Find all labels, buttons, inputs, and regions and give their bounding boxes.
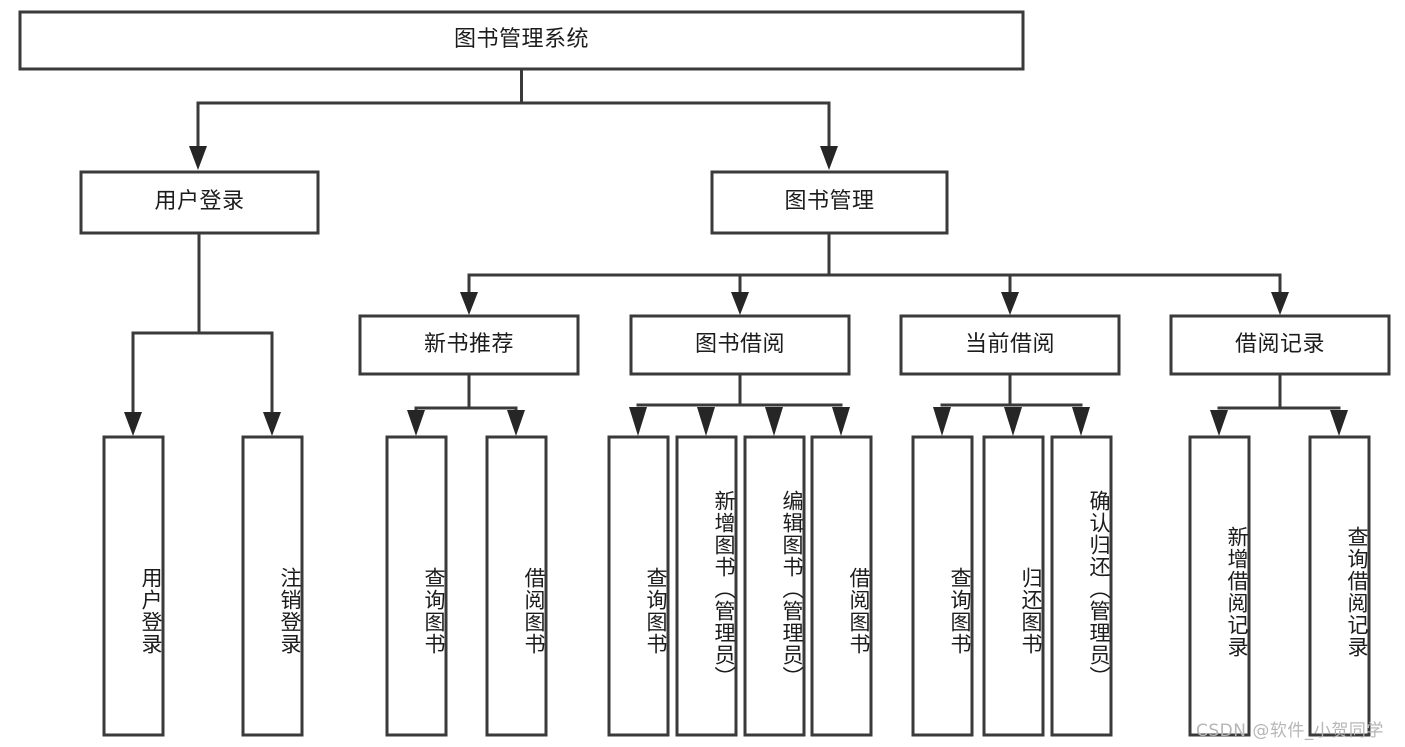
arrow-head-borrow-to-leaf3	[765, 407, 783, 436]
node-box-leaf-return-books[interactable]	[982, 435, 1045, 737]
arrow-head-borrow-to-leaf1	[629, 407, 647, 436]
node-box-leaf-borrow-books-1[interactable]	[485, 435, 548, 737]
arrow-head-bookmgmt-to-borrow	[731, 292, 749, 315]
edge-group-current	[933, 372, 1090, 436]
arrow-head-root-to-book-mgmt	[820, 146, 838, 170]
node-box-leaf-logout[interactable]	[241, 435, 304, 737]
node-box-leaf-add-borrow-record[interactable]	[1188, 435, 1251, 737]
node-box-leaf-edit-book-admin[interactable]	[743, 435, 806, 737]
arrow-head-newbooks-to-leaf2	[507, 410, 525, 436]
node-box-leaf-query-books-2[interactable]	[607, 435, 670, 737]
arrow-head-root-to-user-login	[189, 146, 207, 170]
arrow-head-userlogin-to-leaf1	[124, 412, 142, 436]
arrow-head-userlogin-to-leaf2	[263, 412, 281, 436]
arrow-head-bookmgmt-to-current	[1001, 292, 1019, 315]
node-box-leaf-add-book-admin[interactable]	[675, 435, 738, 737]
node-box-leaf-borrow-books-2[interactable]	[810, 435, 873, 737]
node-box-user-login[interactable]	[79, 170, 320, 235]
node-box-book-borrow[interactable]	[629, 314, 851, 376]
node-box-leaf-query-books-3[interactable]	[911, 435, 974, 737]
arrow-head-borrow-to-leaf4	[832, 407, 850, 436]
edge-group-new-books	[407, 372, 525, 436]
node-box-root[interactable]	[18, 10, 1025, 71]
arrow-head-borrow-to-leaf2	[697, 407, 715, 436]
node-box-borrow-records[interactable]	[1169, 314, 1391, 376]
arrow-head-current-to-leaf3	[1072, 407, 1090, 436]
arrow-head-records-to-leaf1	[1210, 410, 1228, 436]
edge-group-user-login	[124, 231, 281, 436]
arrow-head-bookmgmt-to-records	[1271, 292, 1289, 315]
arrow-head-newbooks-to-leaf1	[407, 410, 425, 436]
arrow-head-current-to-leaf2	[1004, 407, 1022, 436]
node-box-book-management[interactable]	[710, 170, 949, 235]
node-box-leaf-confirm-return-admin[interactable]	[1050, 435, 1113, 737]
edge-group-root	[189, 67, 838, 170]
node-box-leaf-query-borrow-record[interactable]	[1308, 435, 1371, 737]
node-box-leaf-query-books-1[interactable]	[385, 435, 448, 737]
edge-group-records	[1210, 372, 1348, 436]
node-box-leaf-user-login[interactable]	[102, 435, 165, 737]
node-box-current-borrow[interactable]	[899, 314, 1121, 376]
arrow-head-bookmgmt-to-new-books	[460, 292, 478, 315]
edge-group-book-mgmt	[460, 231, 1289, 315]
edge-group-borrow	[629, 372, 850, 436]
arrow-head-current-to-leaf1	[933, 407, 951, 436]
arrow-head-records-to-leaf2	[1330, 410, 1348, 436]
node-box-new-book-recommend[interactable]	[358, 314, 580, 376]
